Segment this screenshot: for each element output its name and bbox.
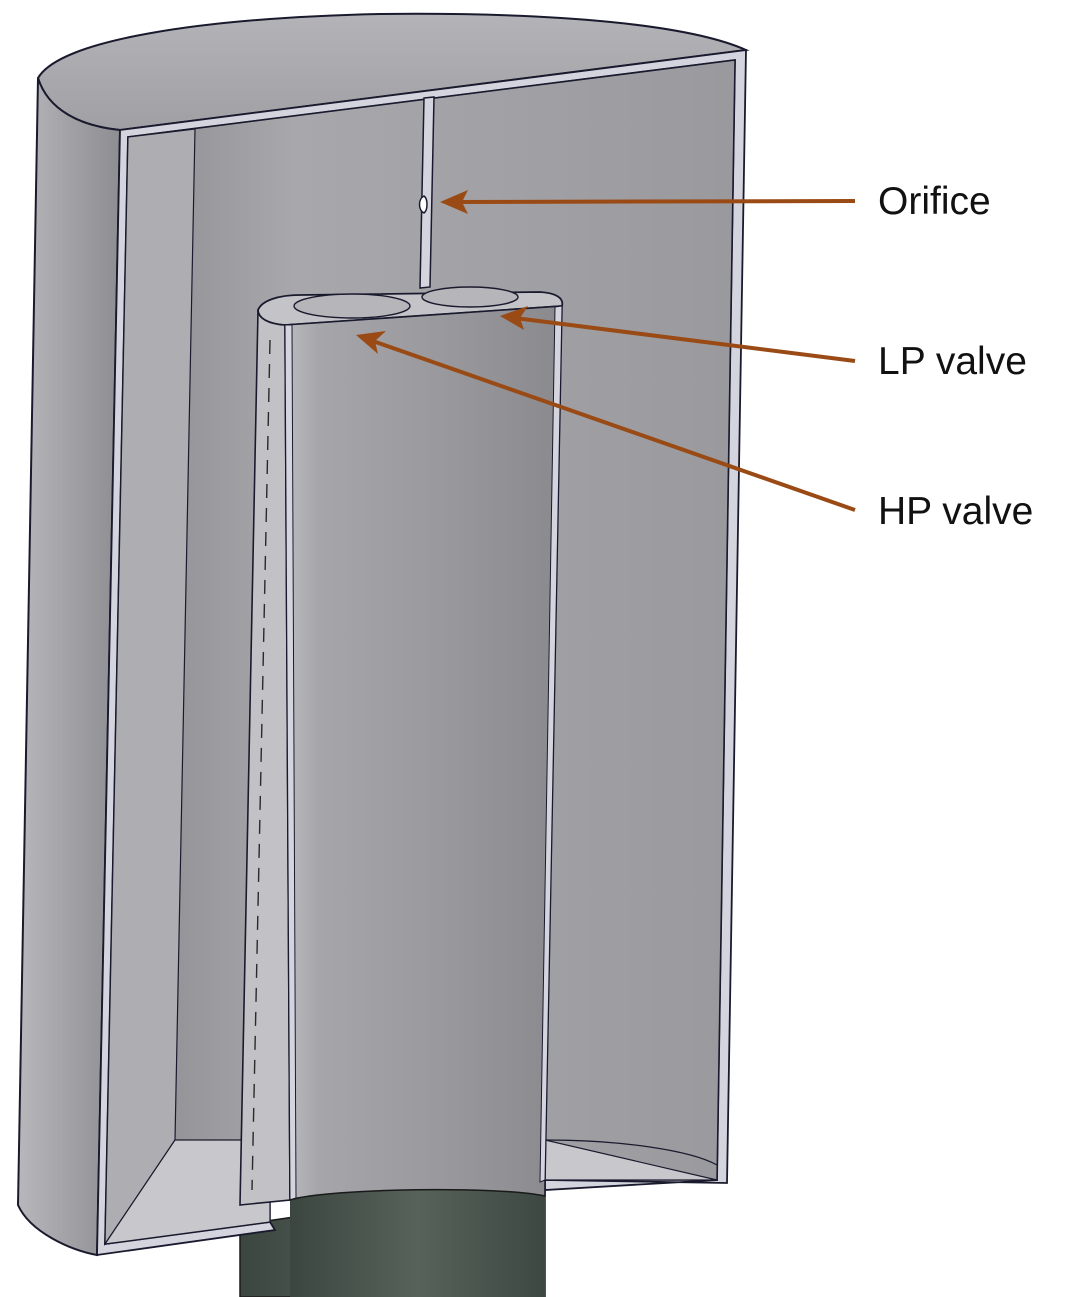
hp-valve-arrow xyxy=(356,331,856,512)
inner-tube xyxy=(239,286,564,1206)
lp-valve-label: LP valve xyxy=(878,340,1027,383)
orifice-arrow xyxy=(440,190,856,214)
stem-opening xyxy=(289,1188,546,1297)
orifice-label: Orifice xyxy=(878,180,991,223)
hp-valve-label: HP valve xyxy=(878,490,1033,533)
partition-wall xyxy=(418,96,435,289)
lp-valve-port xyxy=(421,286,519,308)
orifice-notch xyxy=(418,195,428,214)
outer-housing xyxy=(16,12,750,1257)
hp-valve-port xyxy=(293,293,411,319)
lp-valve-arrow xyxy=(500,306,856,363)
